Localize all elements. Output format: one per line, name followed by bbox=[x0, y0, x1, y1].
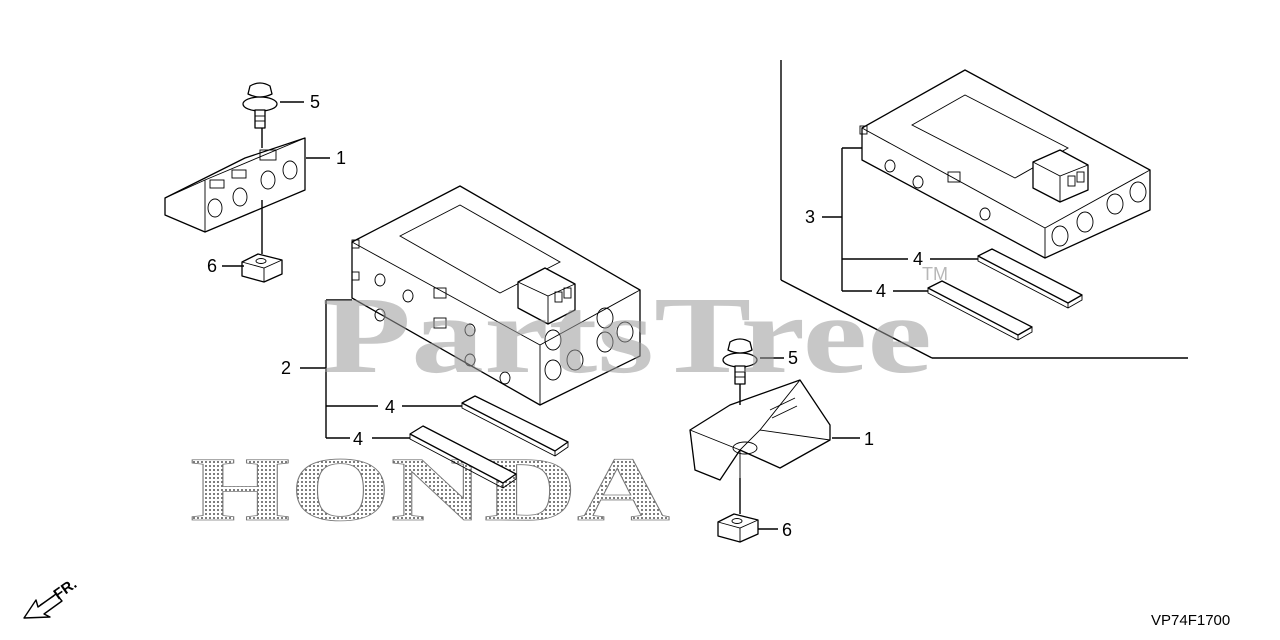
callout-bottom-right-nut: 6 bbox=[782, 520, 792, 540]
watermark-tm: TM bbox=[922, 264, 948, 284]
honda-logo: HONDA bbox=[190, 438, 670, 540]
nut-bottom-right[interactable] bbox=[717, 513, 759, 543]
callout-top-left-bracket: 1 bbox=[336, 148, 346, 168]
bolt-top-left[interactable] bbox=[242, 82, 278, 129]
callout-right-pad-lower: 4 bbox=[876, 281, 886, 301]
callout-right-pad-upper: 4 bbox=[913, 249, 923, 269]
leaders-top-left bbox=[222, 101, 330, 267]
callout-bottom-right-bolt: 5 bbox=[788, 348, 798, 368]
watermark: PartsTree bbox=[322, 274, 932, 396]
callout-top-left-nut: 6 bbox=[207, 256, 217, 276]
callout-center-unit: 2 bbox=[281, 358, 291, 378]
inset-border bbox=[780, 60, 1188, 359]
leaders-right bbox=[822, 147, 978, 292]
front-direction-arrow-icon bbox=[23, 593, 63, 619]
callout-right-unit: 3 bbox=[805, 207, 815, 227]
bolt-bottom-right[interactable] bbox=[722, 338, 758, 385]
leaders-bottom-right bbox=[739, 357, 860, 530]
control-unit-center[interactable] bbox=[351, 185, 641, 406]
callout-center-pad-lower: 4 bbox=[353, 429, 363, 449]
diagram-code: VP74F1700 bbox=[1151, 612, 1230, 629]
bracket-bottom-right[interactable] bbox=[689, 379, 831, 490]
bracket-top-left[interactable] bbox=[164, 137, 306, 233]
callout-bottom-right-bracket: 1 bbox=[864, 429, 874, 449]
pad-right-lower[interactable] bbox=[927, 280, 1033, 341]
nut-top-left[interactable] bbox=[241, 253, 283, 283]
pad-right-upper[interactable] bbox=[977, 248, 1083, 309]
callout-center-pad-upper: 4 bbox=[385, 397, 395, 417]
control-unit-right[interactable] bbox=[859, 69, 1151, 259]
leaders-center bbox=[300, 299, 462, 439]
callout-top-left-bolt: 5 bbox=[310, 92, 320, 112]
